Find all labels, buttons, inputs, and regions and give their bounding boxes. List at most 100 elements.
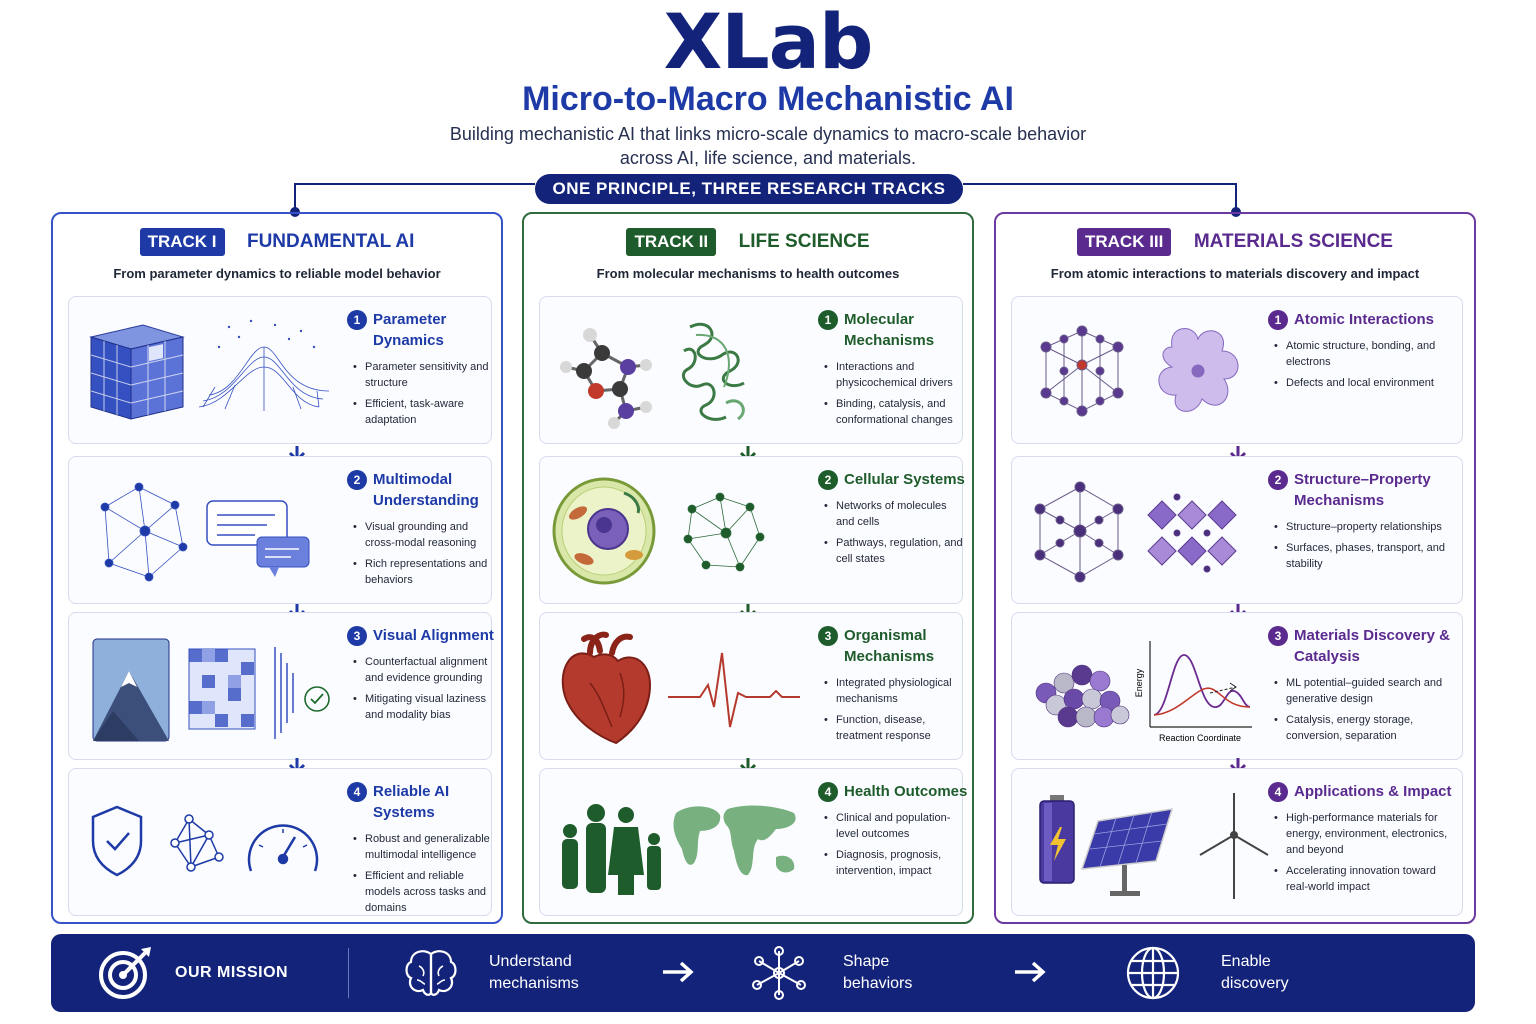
mission-step-enable: Enable discovery [1125,934,1289,1012]
card-title: 3 Organismal Mechanisms [818,625,968,667]
network-icon [683,492,765,572]
mission-step-line: Shape [843,953,890,970]
bullet: Efficient, task-aware adaptation [353,396,497,428]
bullet-list: High-performance materials for energy, e… [1268,810,1458,895]
card-text: 4 Reliable AI Systems Robust and general… [347,781,497,921]
mission-bar: OUR MISSION Understand mechanisms Shape … [51,934,1475,1012]
track-life-science: TRACK II LIFE SCIENCE From molecular mec… [522,212,974,924]
electron-density-icon [1158,328,1239,412]
mission-title-group: OUR MISSION [97,934,288,1012]
card-text: 1 Parameter Dynamics Parameter sensitivi… [347,309,497,433]
track-fundamental-ai: TRACK I FUNDAMENTAL AI From parameter dy… [51,212,503,924]
card-title: 4 Reliable AI Systems [347,781,497,823]
card-title-text: Structure–Property Mechanisms [1294,471,1431,509]
lattice-icon [1040,325,1124,417]
track-title: LIFE SCIENCE [738,231,870,252]
card-title: 1 Molecular Mechanisms [818,309,968,351]
card-title: 2 Structure–Property Mechanisms [1268,469,1458,511]
network-icon [752,946,806,1000]
bullet-list: Atomic structure, bonding, and electrons… [1268,338,1458,391]
loss-surface-icon [198,319,330,411]
bullet: Catalysis, energy storage, conversion, s… [1274,712,1458,744]
step-number: 2 [818,470,838,490]
world-map-icon [673,805,796,876]
reliable-ai-illustration [91,805,319,877]
track-subtitle: From atomic interactions to materials di… [1050,266,1420,281]
principle-banner: ONE PRINCIPLE, THREE RESEARCH TRACKS [535,174,963,204]
chat-bubble-icon [206,500,310,577]
bullet-list: Structure–property relationships Surface… [1268,519,1458,572]
card-title: 3 Materials Discovery & Catalysis [1268,625,1458,667]
card-atomic-interactions: 1 Atomic Interactions Atomic structure, … [1011,296,1463,444]
step-number: 1 [818,310,838,330]
divider [348,948,349,998]
mission-title: OUR MISSION [175,964,289,981]
track-title: FUNDAMENTAL AI [246,231,415,252]
card-title: 2 Cellular Systems [818,469,968,490]
bullet: Diagnosis, prognosis, intervention, impa… [824,847,968,879]
bullet: Accelerating innovation toward real-worl… [1274,863,1458,895]
track-badge: TRACK I [139,228,225,256]
globe-icon [1126,946,1180,1000]
bullet: High-performance materials for energy, e… [1274,810,1458,858]
bullet: Clinical and population-level outcomes [824,810,968,842]
track-connector [290,183,1241,217]
cell-illustration [552,477,765,585]
step-number: 4 [1268,782,1288,802]
card-title: 1 Parameter Dynamics [347,309,497,351]
mission-step-label: Enable discovery [1221,951,1289,995]
mission-step-line: Understand [489,953,572,970]
mission-step-line: mechanisms [489,975,579,992]
mission-step-label: Shape behaviors [843,951,912,995]
bullet: Integrated physiological mechanisms [824,675,968,707]
card-text: 2 Cellular Systems Networks of molecules… [818,469,968,572]
bullet: Structure–property relationships [1274,519,1458,535]
card-title: 4 Applications & Impact [1268,781,1458,802]
bullet: Binding, catalysis, and conformational c… [824,396,968,428]
card-title: 4 Health Outcomes [818,781,968,802]
card-text: 4 Applications & Impact High-performance… [1268,781,1458,900]
card-title-text: Molecular Mechanisms [844,311,935,349]
bullet-list: Clinical and population-level outcomes D… [818,810,968,879]
target-icon [99,947,151,999]
card-text: 3 Visual Alignment Counterfactual alignm… [347,625,497,728]
step-number: 2 [1268,470,1288,490]
octahedra-icon [1147,493,1237,573]
card-applications-impact: 4 Applications & Impact High-performance… [1011,768,1463,916]
card-reliable-ai-systems: 4 Reliable AI Systems Robust and general… [68,768,492,916]
tagline: Building mechanistic AI that links micro… [0,122,1536,170]
card-title-text: Reliable AI Systems [373,783,450,821]
step-number: 3 [1268,626,1288,646]
card-title: 2 Multimodal Understanding [347,469,497,511]
network-icon [170,814,224,872]
mountain-image-icon [92,638,170,742]
solar-panel-icon [1080,808,1174,896]
track-subtitle: From molecular mechanisms to health outc… [596,266,900,281]
mission-step-line: discovery [1221,975,1289,992]
people-icon [562,804,661,895]
card-health-outcomes: 4 Health Outcomes Clinical and populatio… [539,768,967,916]
bullet: Parameter sensitivity and structure [353,359,497,391]
heart-illustration [561,631,800,745]
card-title-text: Parameter Dynamics [373,311,447,349]
step-number: 1 [1268,310,1288,330]
bullet: Defects and local environment [1274,375,1458,391]
bullet-list: Interactions and physicochemical drivers… [818,359,968,428]
shield-icon [91,805,143,877]
card-text: 1 Atomic Interactions Atomic structure, … [1268,309,1458,396]
card-multimodal-understanding: 2 Multimodal Understanding Visual ground… [68,456,492,604]
battery-icon [1039,795,1075,884]
track-subtitle: From parameter dynamics to reliable mode… [113,266,441,281]
card-title: 1 Atomic Interactions [1268,309,1458,330]
track-header: TRACK I FUNDAMENTAL AI [53,228,501,258]
crystal-icon [1034,481,1124,583]
card-organismal-mechanisms: 3 Organismal Mechanisms Integrated physi… [539,612,963,760]
track-materials-science: TRACK III MATERIALS SCIENCE From atomic … [994,212,1476,924]
brain-icon [405,950,457,996]
molecule-illustration [560,322,745,429]
card-title-text: Health Outcomes [844,783,968,800]
track-badge: TRACK III [1076,228,1172,256]
step-number: 3 [347,626,367,646]
track-header: TRACK II LIFE SCIENCE [524,228,972,258]
bullet: Mitigating visual laziness and modality … [353,691,497,723]
